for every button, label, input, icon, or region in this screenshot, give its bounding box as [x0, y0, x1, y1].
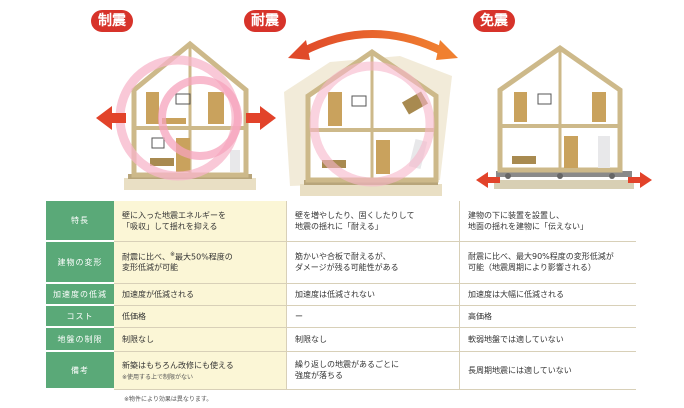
- row-label: 備考: [46, 351, 114, 390]
- resistant-cell: 筋かいや合板で耐えるが、ダメージが残る可能性がある: [286, 241, 460, 284]
- damping-cell: 低価格: [114, 305, 287, 328]
- damping-cell: 制限なし: [114, 327, 287, 352]
- isolation-cell: 耐震に比べ、最大90%程度の変形低減が可能（地震周期により影響される）: [459, 241, 636, 284]
- table-row: 建物の変形 耐震に比べ、※最大50%程度の変形低減が可能 筋かいや合板で耐えるが…: [46, 241, 636, 284]
- resistant-cell: 制限なし: [286, 327, 460, 352]
- isolation-cell: 高価格: [459, 305, 636, 328]
- footnote: ※物件により効果は異なります。: [124, 396, 213, 403]
- isolation-cell: 加速度は大幅に低減される: [459, 283, 636, 306]
- house-illustrations: [96, 30, 652, 196]
- table-row: 加速度の低減 加速度が低減される 加速度は低減されない 加速度は大幅に低減される: [46, 283, 636, 306]
- damping-cell: 耐震に比べ、※最大50%程度の変形低減が可能: [114, 241, 287, 284]
- damping-house: [115, 40, 256, 190]
- damping-note: ※使用する上で制限がない: [122, 373, 194, 381]
- damping-cell: 新築はもちろん改修にも使える※使用する上で制限がない: [114, 351, 287, 390]
- shake-arrow-right: [246, 106, 276, 130]
- isolation-house: [494, 44, 634, 189]
- row-label: 地盤の制限: [46, 327, 114, 352]
- table-row: コスト 低価格 ー 高価格: [46, 305, 636, 328]
- damping-heading: 制震: [91, 10, 133, 32]
- isolation-cell: 軟弱地盤では適していない: [459, 327, 636, 352]
- table-row: 特長 壁に入った地震エネルギーを「吸収」して揺れを抑える 壁を増やしたり、固くし…: [46, 201, 636, 242]
- sway-arrow-head-left: [288, 40, 310, 60]
- resistant-heading: 耐震: [244, 10, 286, 32]
- row-label: コスト: [46, 305, 114, 328]
- isolation-heading: 免震: [473, 10, 515, 32]
- damping-cell: 壁に入った地震エネルギーを「吸収」して揺れを抑える: [114, 201, 287, 242]
- isolation-cell: 長周期地震には適していない: [459, 351, 636, 390]
- isolation-cell: 建物の下に装置を設置し、地面の揺れを建物に「伝えない」: [459, 201, 636, 242]
- row-label: 建物の変形: [46, 241, 114, 284]
- energy-ring-resistant: [309, 61, 435, 187]
- comparison-table: 特長 壁に入った地震エネルギーを「吸収」して揺れを抑える 壁を増やしたり、固くし…: [46, 201, 636, 390]
- row-label: 特長: [46, 201, 114, 242]
- resistant-cell: 加速度は低減されない: [286, 283, 460, 306]
- resistant-cell: ー: [286, 305, 460, 328]
- energy-ring-inner: [158, 76, 242, 160]
- ground-arrow-left: [476, 172, 500, 188]
- damping-cell: 加速度が低減される: [114, 283, 287, 306]
- table-row: 地盤の制限 制限なし 制限なし 軟弱地盤では適していない: [46, 327, 636, 352]
- row-label: 加速度の低減: [46, 283, 114, 306]
- ground-arrow-right: [628, 172, 652, 188]
- resistant-house: [284, 48, 452, 196]
- resistant-cell: 繰り返しの地震があるごとに強度が落ちる: [286, 351, 460, 390]
- shake-arrow-left: [96, 106, 126, 130]
- sway-arrow-head-right: [436, 40, 458, 60]
- table-row: 備考 新築はもちろん改修にも使える※使用する上で制限がない 繰り返しの地震がある…: [46, 351, 636, 390]
- resistant-cell: 壁を増やしたり、固くしたりして地震の揺れに「耐える」: [286, 201, 460, 242]
- sway-arrow: [300, 30, 446, 56]
